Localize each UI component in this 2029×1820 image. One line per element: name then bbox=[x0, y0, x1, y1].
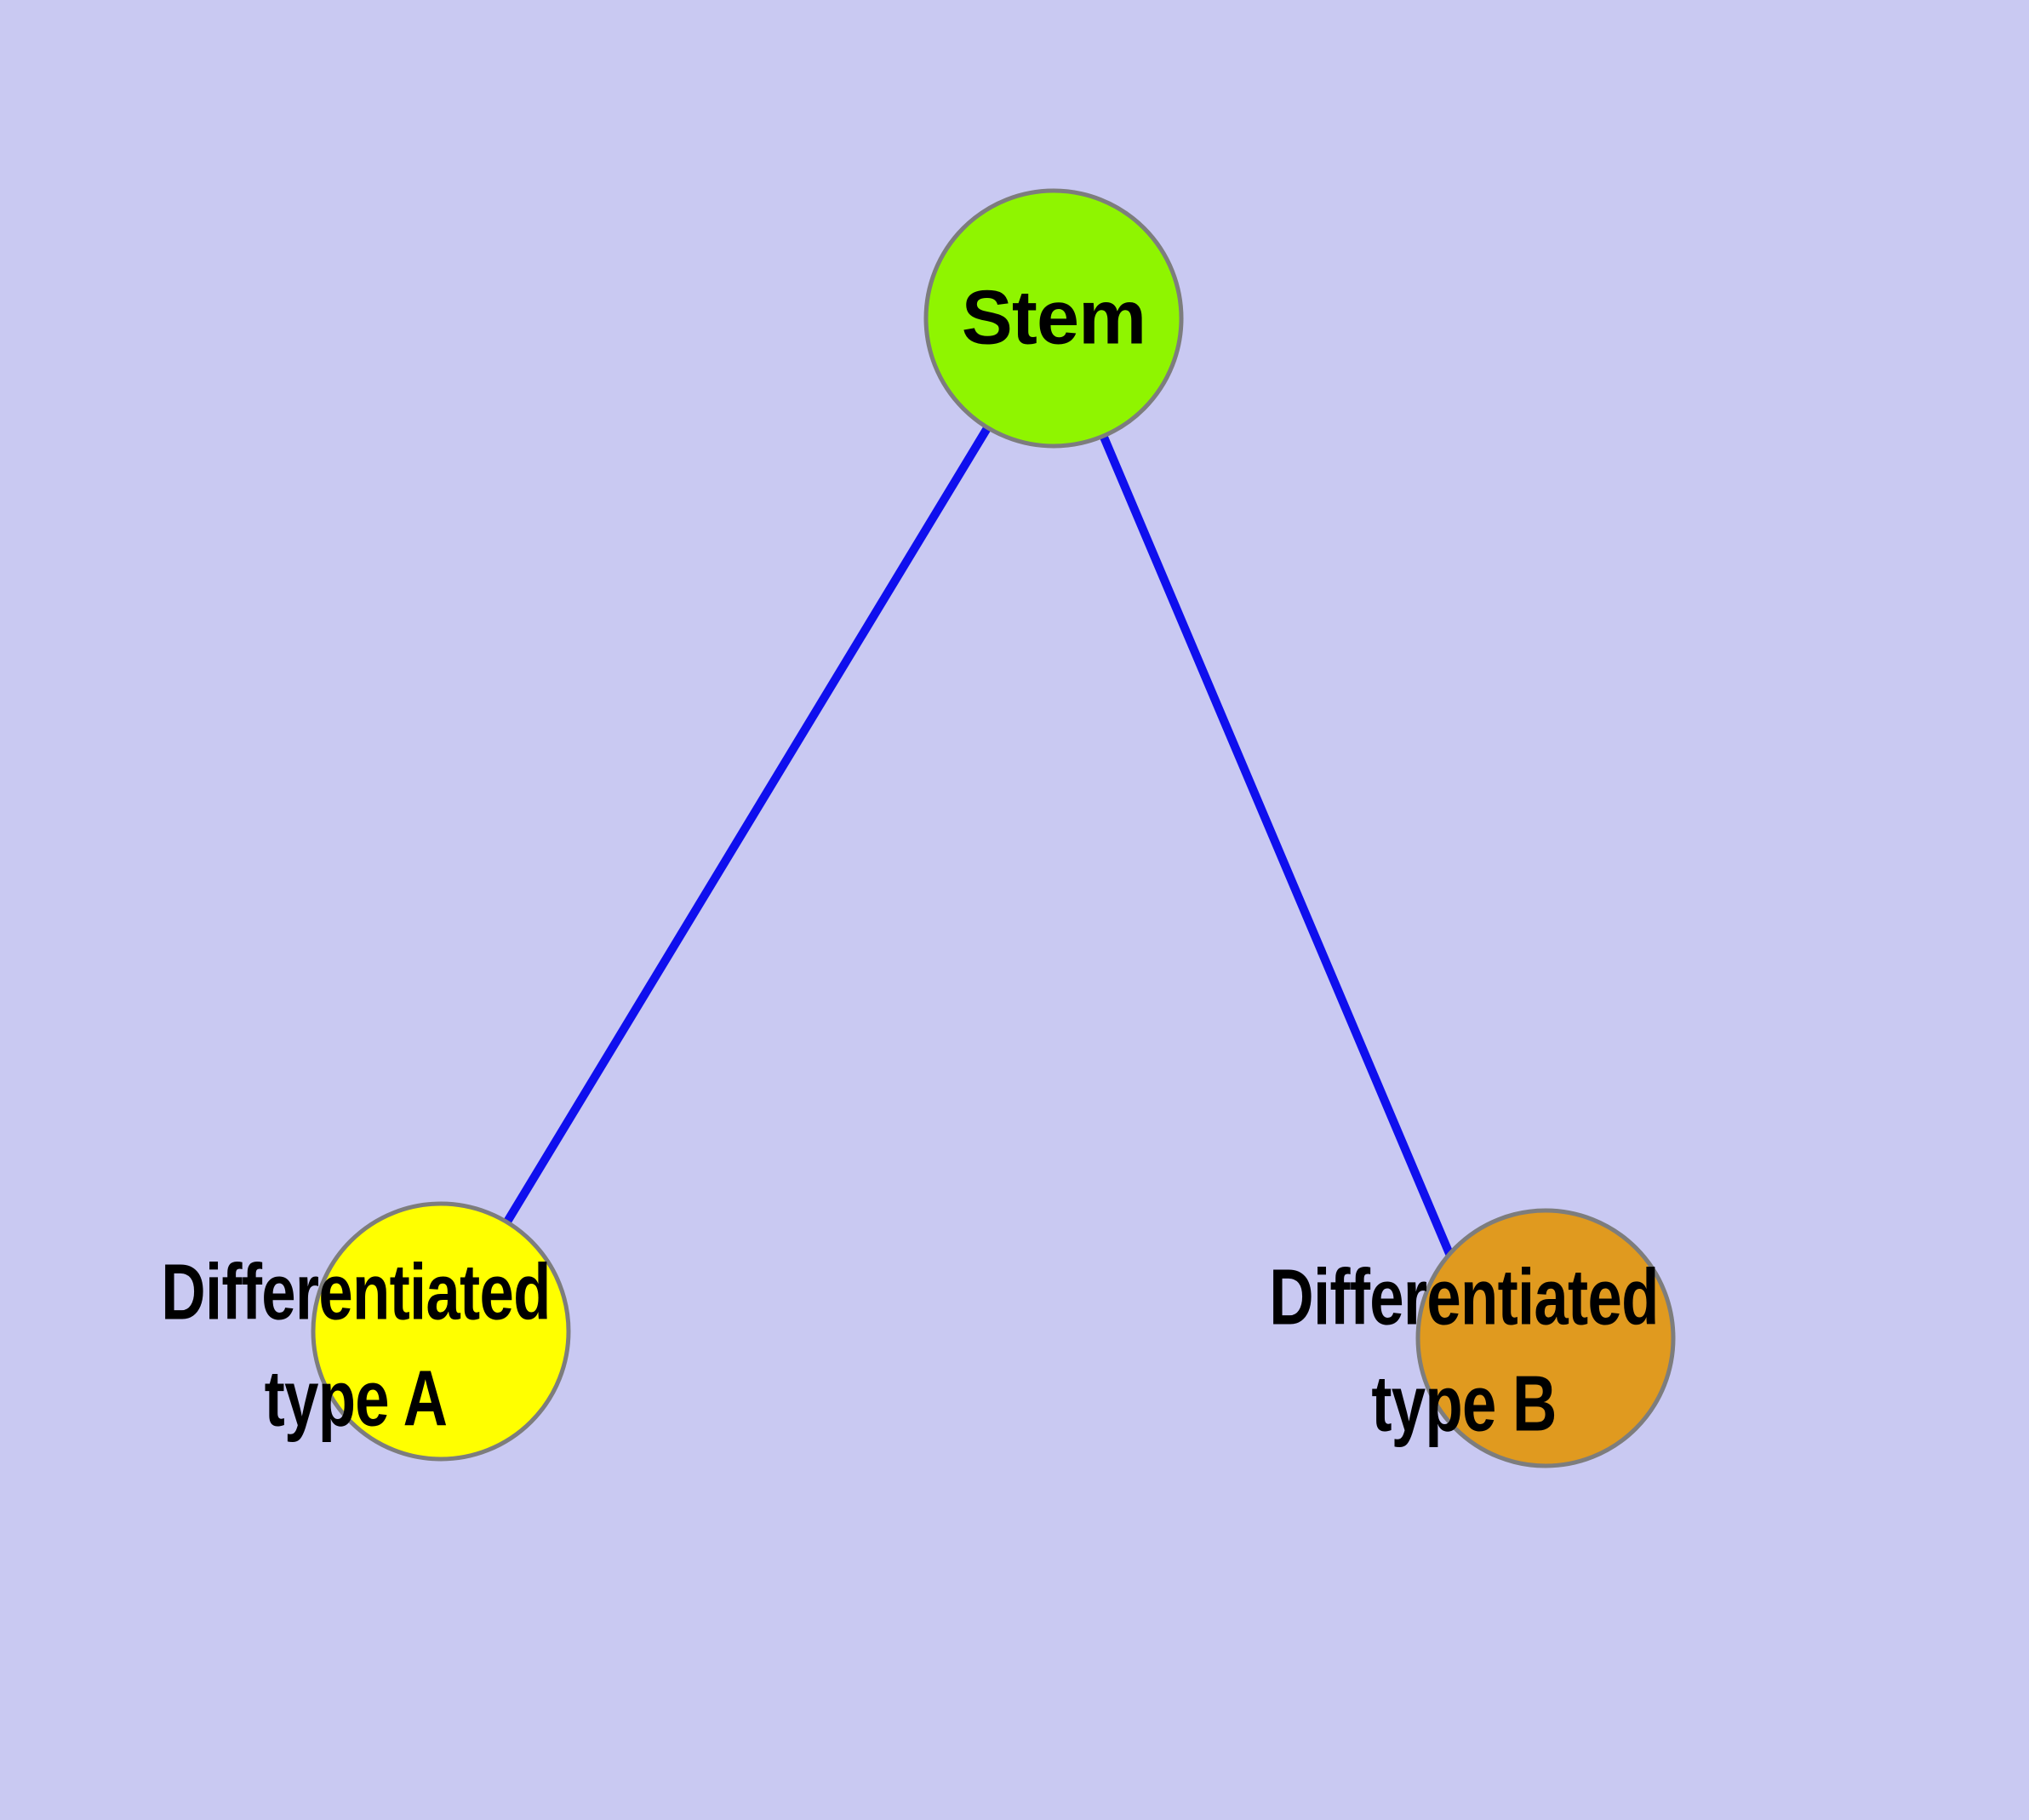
node-differentiated-type-b-label: Differentiated type B bbox=[1269, 1252, 1659, 1447]
edge-stem-to-type-a bbox=[437, 316, 1058, 1334]
node-differentiated-type-b bbox=[1415, 1208, 1676, 1468]
node-differentiated-type-a-label: Differentiated type A bbox=[161, 1247, 551, 1442]
node-stem-label: Stem bbox=[961, 275, 1146, 361]
edge-stem-to-type-b bbox=[1049, 317, 1489, 1340]
node-differentiated-type-a bbox=[311, 1201, 571, 1462]
node-stem bbox=[923, 188, 1184, 449]
